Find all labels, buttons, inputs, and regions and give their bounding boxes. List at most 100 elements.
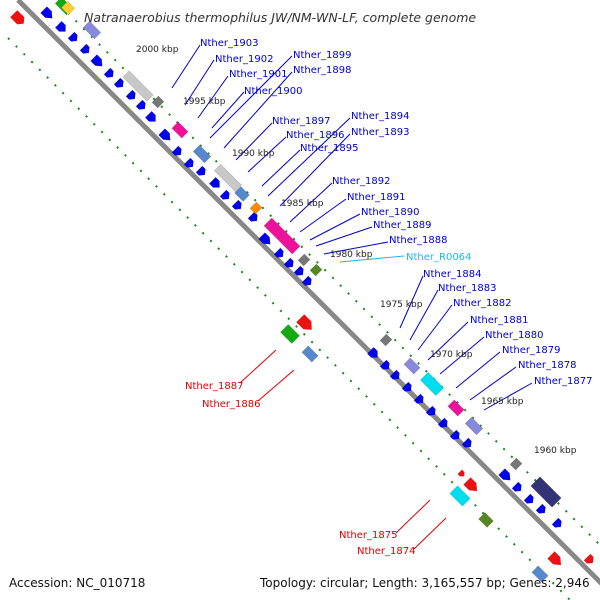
leader-forward-12 [299,198,347,233]
label-nther-1878: Nther_1878 [518,360,576,371]
gene-steel-1886 [301,345,319,363]
cds-forward-21 [293,265,304,276]
cds-forward-14 [208,176,220,188]
leader-forward-3 [211,91,245,129]
reverse-feature-arrow [10,10,25,25]
leader-forward-23 [483,382,533,411]
leader-forward-0 [171,44,201,89]
cds-forward-23 [366,346,378,358]
leader-forward-1 [184,59,215,106]
label-nther-1894: Nther_1894 [351,111,409,122]
cds-forward-36 [551,517,562,528]
label-nther-1898: Nther_1898 [293,65,351,76]
leader-forward-10 [279,133,351,207]
label-nther-1890: Nther_1890 [361,207,419,218]
label-nther-1902: Nther_1902 [215,54,273,65]
cds-forward-34 [523,493,534,504]
gene-green-1887 [280,324,300,344]
tick-1965: 1965 kbp [481,397,524,407]
gene-orange-1893 [249,201,263,215]
leader-forward-11 [289,182,333,223]
leader-forward-2 [197,75,229,119]
label-nther-1903: Nther_1903 [200,38,258,49]
gene-gray-1900 [122,70,154,102]
gene-red-1887 [296,314,312,330]
label-nther-1897: Nther_1897 [272,116,330,127]
gene-gray-1895 [213,163,243,193]
leader-forward-16 [399,275,424,329]
leader-forward-9 [267,117,351,197]
label-nther-1900: Nther_1900 [244,86,302,97]
gene-cyan-1875 [449,485,471,507]
cds-forward-17 [247,211,258,222]
label-nther-1896: Nther_1896 [286,130,344,141]
tick-1960: 1960 kbp [534,446,577,456]
leader-forward-17 [409,289,439,341]
leader-reverse-1887 [239,349,277,384]
cds-forward-11 [171,145,182,156]
cds-forward-12 [183,157,194,168]
tick-1970: 1970 kbp [430,350,473,360]
cds-forward-24 [379,359,390,370]
label-nther-1884: Nther_1884 [423,269,481,280]
cds-forward-15 [219,189,230,200]
cds-forward-26 [401,381,412,392]
gene-darkgray-1889 [297,253,311,267]
gene-red-1875 [463,477,478,492]
label-nther-1891: Nther_1891 [347,192,405,203]
tick-labels: 2000 kbp 1995 kbp 1990 kbp 1985 kbp 1980… [136,45,577,456]
leader-forward-7 [247,136,287,173]
cds-forward-5 [103,67,114,78]
accession-text: Accession: NC_010718 [9,576,145,590]
cds-forward-9 [144,110,156,122]
gene-magenta-1897 [171,121,189,139]
leader-forward-15 [323,241,389,255]
label-nther-1892: Nther_1892 [332,176,390,187]
reverse-gene-labels: Nther_1887 Nther_1886 Nther_1875 Nther_1… [185,381,415,557]
label-nther-1880: Nther_1880 [485,330,543,341]
map-title: Natranaerobius thermophilus JW/NM-WN-LF,… [84,10,476,25]
label-nther-1895: Nther_1895 [300,143,358,154]
gene-darkgray-1884 [379,333,393,347]
tick-1995: 1995 kbp [183,97,226,107]
label-nther-1889: Nther_1889 [373,220,431,231]
label-nther-1901: Nther_1901 [229,69,287,80]
leader-forward-22 [469,366,517,401]
cds-forward-10 [158,128,171,141]
cds-forward-32 [498,468,511,481]
forward-gene-labels: Nther_1903 Nther_1902 Nther_1901 Nther_1… [200,38,592,387]
cds-forward-0 [40,6,53,19]
cds-forward-1 [54,20,66,32]
tick-2000: 2000 kbp [136,45,179,55]
leader-forward-21 [455,351,501,389]
genome-summary-text: Topology: circular; Length: 3,165,557 bp… [259,576,590,590]
label-nther-1883: Nther_1883 [438,283,496,294]
leader-forward-14 [315,226,373,247]
gene-olive-1874 [478,512,494,528]
gene-yellow-1903 [60,0,76,16]
gene-darkgray-1899 [151,95,165,109]
cds-forward-8 [135,99,146,110]
gene-features [40,0,594,583]
tick-1990: 1990 kbp [232,149,275,159]
leader-forward-8 [261,149,301,187]
gene-red-small-1875 [457,469,465,477]
label-nther-1886: Nther_1886 [202,399,260,410]
gene-lavender-1879 [464,416,484,436]
label-nther-1879: Nther_1879 [502,345,560,356]
label-nther-1893: Nther_1893 [351,127,409,138]
cds-forward-22 [301,275,312,286]
label-nther-1875: Nther_1875 [339,530,397,541]
cds-forward-2 [67,31,78,42]
cds-forward-28 [425,405,436,416]
cds-forward-18 [258,232,271,245]
cds-forward-31 [461,437,472,448]
cds-forward-30 [449,429,460,440]
leader-lines [171,44,533,550]
leader-forward-6 [235,122,273,161]
leader-forward-20 [439,336,485,375]
label-nther-1877: Nther_1877 [534,376,592,387]
cds-forward-7 [125,89,136,100]
leader-rna-0 [339,255,405,263]
cds-forward-27 [413,393,424,404]
